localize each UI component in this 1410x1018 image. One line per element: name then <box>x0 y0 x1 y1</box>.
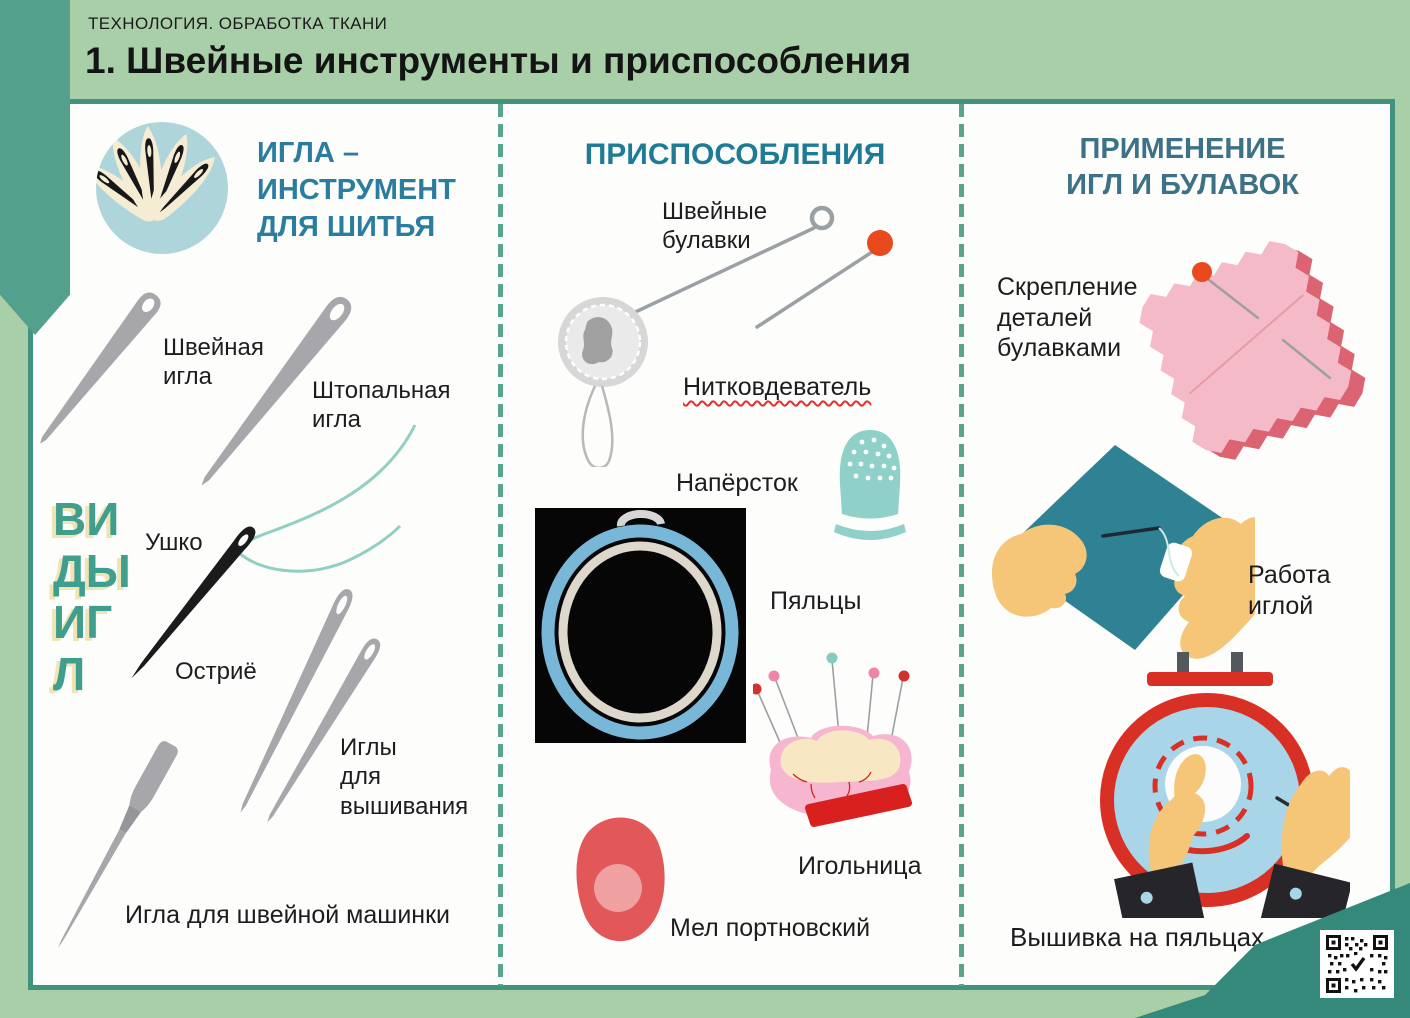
label-hand-sewing: Работа иглой <box>1248 561 1331 620</box>
types-of-needles-heading: ВИ ДЫ ИГ Л <box>53 493 131 700</box>
label-hoop: Пяльцы <box>770 587 862 615</box>
column-divider-left <box>498 104 503 986</box>
label-embroidery-needles: Иглы для вышивания <box>340 734 469 820</box>
label-thimble: Напёрсток <box>676 469 798 497</box>
pinned-fabric-icon <box>1130 232 1375 469</box>
label-needle-point: Остриё <box>175 658 257 685</box>
column-title-usage: ПРИМЕНЕНИЕ ИГЛ И БУЛАВОК <box>1066 133 1299 202</box>
thimble-icon <box>834 430 906 540</box>
label-sewing-needle: Швейная игла <box>163 334 264 391</box>
column-divider-right <box>959 104 964 986</box>
column-title-accessories: ПРИСПОСОБЛЕНИЯ <box>584 138 886 171</box>
pin-head <box>867 230 893 256</box>
hand-sewing-icon <box>991 445 1255 659</box>
header-kicker: ТЕХНОЛОГИЯ. ОБРАБОТКА ТКАНИ <box>88 14 388 33</box>
pincushion-icon <box>753 652 912 827</box>
embroidery-hoop-photo <box>535 508 746 743</box>
label-pincushion: Игольница <box>798 852 922 880</box>
label-pins: Швейные булавки <box>662 198 768 255</box>
label-hoop-embroidery: Вышивка на пяльцах <box>1010 922 1265 952</box>
tailors-chalk-icon <box>576 817 665 942</box>
column-title-needle-tool: ИГЛА – ИНСТРУМЕНТ ДЛЯ ШИТЬЯ <box>257 137 456 244</box>
needles-emblem-icon <box>96 122 228 254</box>
threaded-needle-icon <box>131 424 417 679</box>
label-machine-needle: Игла для швейной машинки <box>125 901 450 929</box>
needle-threader-icon <box>558 297 648 467</box>
label-threader: Нитковдеватель <box>683 373 872 401</box>
page-title: 1. Швейные инструменты и приспособления <box>85 40 912 81</box>
pin-head <box>1192 262 1212 282</box>
label-darning-needle: Штопальная игла <box>312 377 451 434</box>
label-pinning: Скрепление деталей булавками <box>997 273 1138 362</box>
qr-code <box>1320 930 1394 998</box>
hoop-embroidery-icon <box>1100 652 1350 918</box>
corner-decoration-top-left <box>0 0 70 335</box>
label-chalk: Мел портновский <box>670 914 871 942</box>
label-needle-eye: Ушко <box>145 529 203 556</box>
